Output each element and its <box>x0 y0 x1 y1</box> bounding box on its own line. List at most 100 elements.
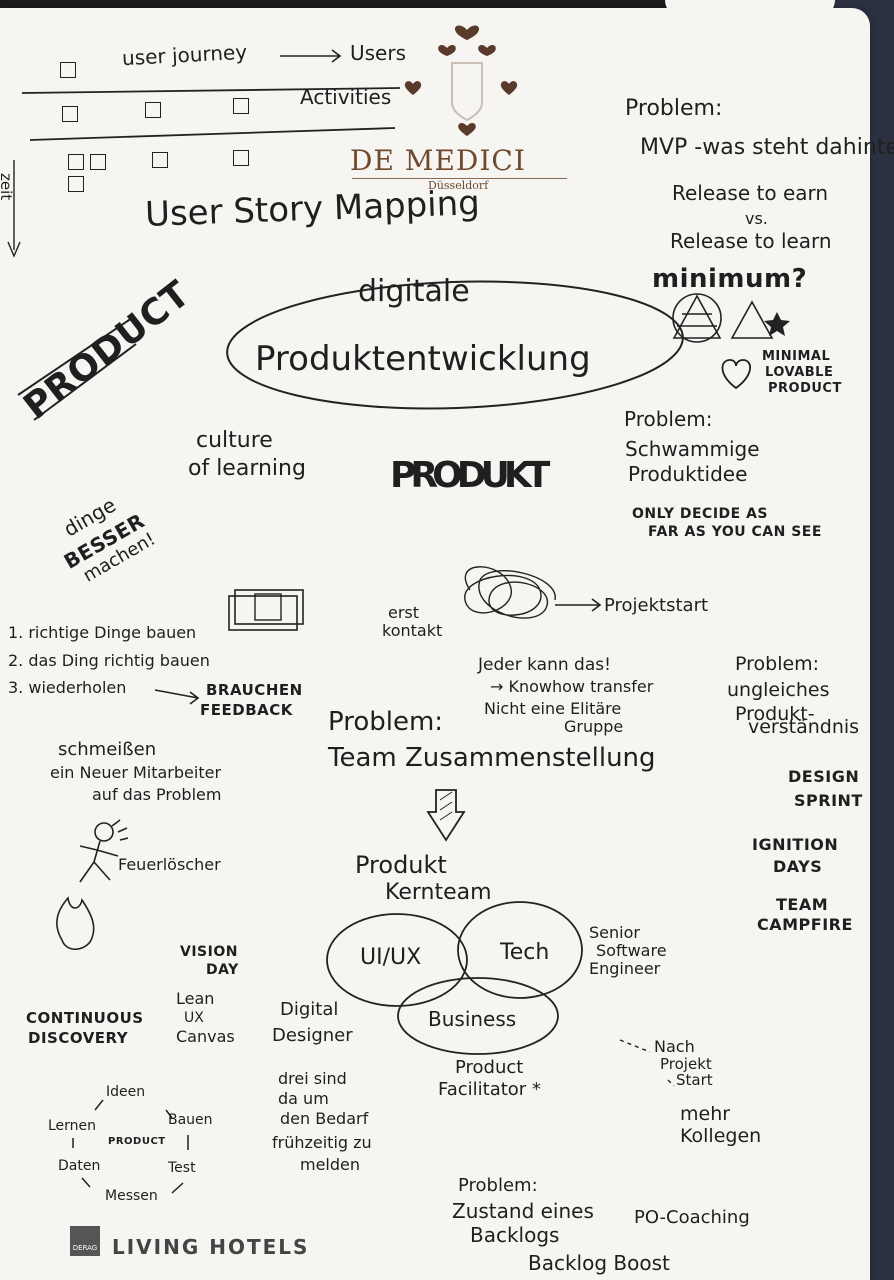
mehr-line-2: Kollegen <box>680 1125 762 1147</box>
step-1: 1. richtige Dinge bauen <box>8 623 197 642</box>
design-sprint-line-2: SPRINT <box>794 791 863 810</box>
feuerloescher-label: Feuerlöscher <box>118 855 221 874</box>
de-medici-crest <box>432 18 502 143</box>
mvp-vs: vs. <box>745 209 768 228</box>
zeit-label: zeit <box>0 173 16 201</box>
kernteam-line-2: Kernteam <box>385 880 492 905</box>
backlog-line-1: Zustand eines <box>452 1199 594 1223</box>
digital-designer-line-1: Digital <box>280 999 339 1020</box>
vision-day-line-1: VISION <box>180 944 238 960</box>
heart-icon <box>500 80 518 96</box>
po-coaching: PO-Coaching <box>634 1207 750 1228</box>
continuous-line-1: CONTINUOUS <box>26 1009 144 1027</box>
feedback-line-1: BRAUCHEN <box>206 681 303 699</box>
living-hotels-mark-text: DERAG <box>72 1244 98 1252</box>
ignition-line-1: IGNITION <box>752 835 839 854</box>
backlog-line-2: Backlogs <box>470 1223 560 1247</box>
mvp-line-2: Release to earn <box>672 181 829 205</box>
schmeissen-line-1: schmeißen <box>58 739 157 760</box>
story-card <box>62 106 78 122</box>
culture-line-2: of learning <box>188 456 306 481</box>
jeder-line-1: Jeder kann das! <box>478 655 611 675</box>
logo-rule <box>352 178 567 179</box>
cycle-center: PRODUCT <box>108 1136 166 1147</box>
backlog-boost: Backlog Boost <box>528 1251 670 1275</box>
venn-uiux: UI/UX <box>360 945 422 970</box>
jeder-line-4: Gruppe <box>564 717 624 736</box>
step-3: 3. wiederholen <box>8 678 127 697</box>
schmeissen-line-2: ein Neuer Mitarbeiter <box>50 763 222 782</box>
mvp-line-3: Release to learn <box>670 229 832 253</box>
ungleich-problem: Problem: <box>735 653 820 675</box>
story-card <box>233 150 249 166</box>
mvp-line-1: MVP -was steht dahinter <box>640 135 894 160</box>
living-hotels-logo: LIVING HOTELS <box>112 1235 310 1259</box>
cycle-lernen: Lernen <box>48 1118 97 1134</box>
nach-line-2: Projekt <box>660 1055 712 1073</box>
decide-line-1: ONLY DECIDE AS <box>632 506 769 522</box>
lovable-line-3: PRODUCT <box>768 381 842 396</box>
vision-day-line-2: DAY <box>206 962 239 978</box>
heart-icon <box>404 80 422 96</box>
users-label: Users <box>350 41 407 65</box>
lean-line-2: UX <box>184 1010 204 1026</box>
mehr-line-1: mehr <box>680 1103 731 1125</box>
story-card <box>60 62 76 78</box>
schmeissen-line-3: auf das Problem <box>92 785 222 804</box>
lovable-line-1: MINIMAL <box>762 349 831 364</box>
living-hotels-mark: DERAG <box>70 1226 100 1256</box>
team-problem-label: Problem: <box>328 707 444 737</box>
paper-tab <box>665 0 835 18</box>
story-card <box>233 98 249 114</box>
venn-tech: Tech <box>500 940 550 965</box>
story-card <box>90 154 106 170</box>
center-line-1: digitale <box>358 274 470 309</box>
projektstart-label: Projektstart <box>604 595 709 616</box>
mvp-minimum: minimum? <box>652 264 808 294</box>
schwammig-line-1: Schwammige <box>625 437 760 461</box>
ignition-line-2: DAYS <box>773 857 823 876</box>
nach-line-1: Nach <box>654 1037 695 1056</box>
nach-line-3: Start <box>676 1071 713 1089</box>
senior-line-2: Software <box>596 941 667 960</box>
culture-line-1: culture <box>196 428 273 453</box>
story-card <box>68 154 84 170</box>
drei-line-3: den Bedarf <box>280 1109 369 1128</box>
produkt-scribble: PRODUKT <box>390 455 550 496</box>
drei-line-2: da um <box>278 1089 329 1108</box>
design-sprint-line-1: DESIGN <box>788 767 860 786</box>
feedback-line-2: FEEDBACK <box>200 701 293 719</box>
team-campfire-line-1: TEAM <box>776 895 829 914</box>
team-campfire-line-2: CAMPFIRE <box>757 915 853 934</box>
paper-sheet <box>0 8 870 1280</box>
digital-designer-line-2: Designer <box>272 1025 353 1046</box>
de-medici-logo: DE MEDICI <box>350 144 526 177</box>
facilitator-line-2: Facilitator * <box>438 1079 541 1100</box>
senior-line-3: Engineer <box>589 959 661 978</box>
ungleich-line-1: ungleiches <box>727 679 830 701</box>
schwammig-problem: Problem: <box>624 407 713 431</box>
step-2: 2. das Ding richtig bauen <box>8 651 210 670</box>
cycle-daten: Daten <box>58 1158 101 1174</box>
team-title: Team Zusammenstellung <box>328 743 656 773</box>
jeder-line-2: → Knowhow transfer <box>490 677 654 696</box>
story-card <box>145 102 161 118</box>
ungleich-line-2: Produkt- <box>735 703 815 725</box>
ungleich-line-3: verständnis <box>748 716 860 738</box>
senior-line-1: Senior <box>589 923 640 942</box>
story-card <box>68 176 84 192</box>
backlog-problem: Problem: <box>458 1175 538 1196</box>
drei-line-1: drei sind <box>278 1069 347 1088</box>
lean-line-3: Canvas <box>176 1027 235 1046</box>
lovable-line-2: LOVABLE <box>765 365 834 380</box>
schwammig-line-2: Produktidee <box>628 462 748 486</box>
de-medici-city: Düsseldorf <box>428 179 489 192</box>
cycle-test: Test <box>168 1160 196 1176</box>
facilitator-line-1: Product <box>455 1057 524 1078</box>
lean-line-1: Lean <box>176 989 215 1008</box>
cycle-bauen: Bauen <box>168 1112 213 1128</box>
center-line-2: Produktentwicklung <box>255 339 591 379</box>
drei-line-4: frühzeitig zu <box>272 1133 372 1152</box>
mvp-problem-label: Problem: <box>625 96 723 121</box>
erst-line-2: kontakt <box>382 621 443 640</box>
